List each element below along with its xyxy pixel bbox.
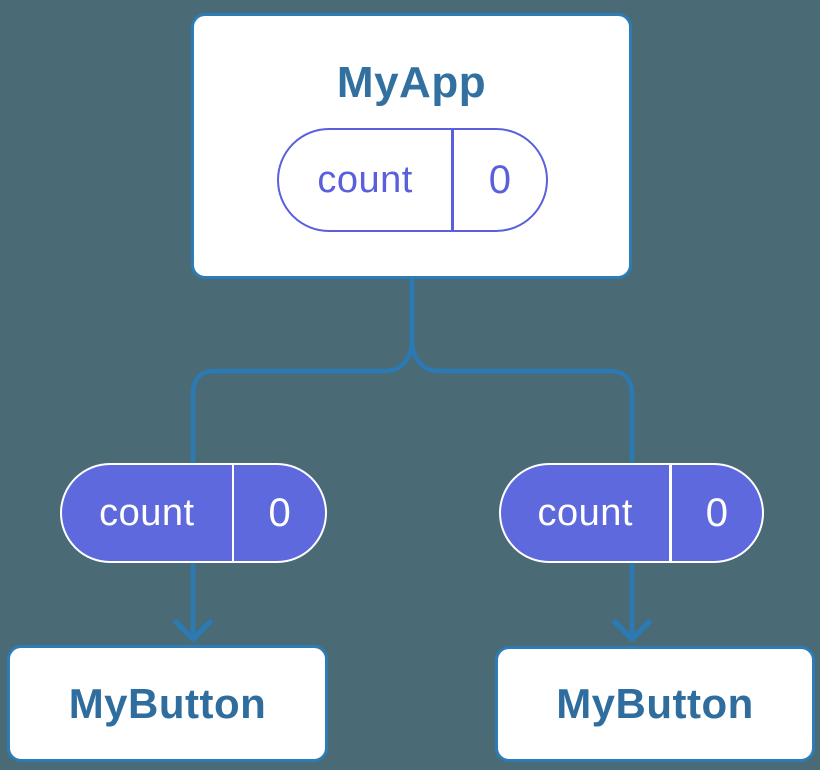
state-name-label: count bbox=[99, 491, 195, 534]
pill-divider bbox=[231, 465, 235, 561]
pill-divider bbox=[451, 130, 454, 230]
connector-right-branch bbox=[409, 275, 635, 468]
pill-divider bbox=[669, 465, 672, 561]
right-child-component-node: MyButton bbox=[495, 646, 815, 762]
arrowhead-right-icon bbox=[612, 619, 652, 642]
state-value-label: 0 bbox=[488, 157, 511, 202]
left-child-component-node: MyButton bbox=[7, 645, 328, 762]
arrowhead-left-icon bbox=[173, 619, 213, 642]
root-component-node: MyApp count 0 bbox=[191, 13, 632, 279]
right-prop-pill: count 0 bbox=[499, 463, 764, 563]
connector-left-branch bbox=[190, 275, 415, 468]
child-component-title: MyButton bbox=[68, 679, 267, 727]
state-value-label: 0 bbox=[705, 490, 729, 535]
state-name-label: count bbox=[317, 158, 413, 201]
root-state-pill: count 0 bbox=[277, 128, 548, 232]
state-name-label: count bbox=[537, 491, 633, 534]
state-value-label: 0 bbox=[268, 490, 291, 535]
left-prop-pill: count 0 bbox=[60, 463, 327, 563]
root-component-title: MyApp bbox=[336, 58, 487, 107]
child-component-title: MyButton bbox=[556, 680, 754, 727]
